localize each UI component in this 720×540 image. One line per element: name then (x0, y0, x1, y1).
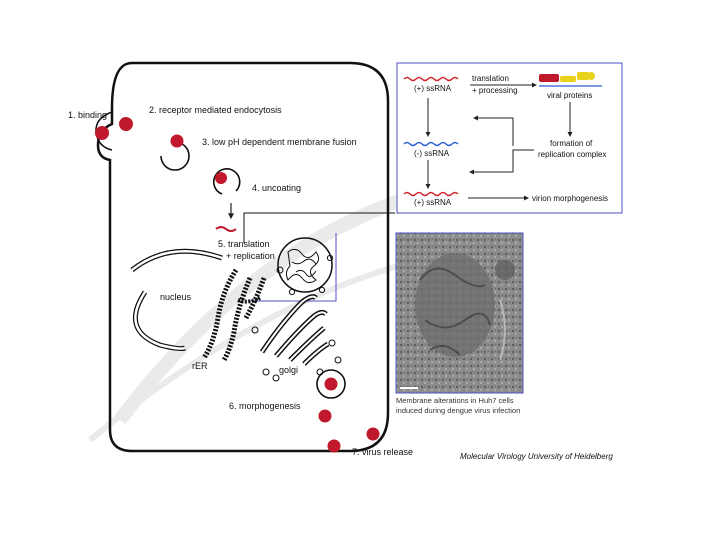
micrograph-caption-1: Membrane alterations in Huh7 cells (396, 396, 514, 405)
viral-proteins-label: viral proteins (547, 91, 592, 100)
feedback-arrow-bottom (469, 149, 534, 175)
step-endocytosis-label: 2. receptor mediated endocytosis (149, 105, 282, 115)
endosome-fusion (160, 141, 190, 171)
rna-minus-label: (-) ssRNA (414, 149, 450, 158)
step-fusion-label: 3. low pH dependent membrane fusion (202, 137, 357, 147)
rough-er (201, 268, 267, 362)
replication-cycle-box (396, 62, 623, 214)
em-membrane-cluster (415, 253, 515, 361)
replication-complex (276, 237, 334, 296)
nucleus-label: nucleus (160, 292, 192, 302)
rna-minus (403, 141, 459, 147)
morphogenesis-vesicle (316, 369, 346, 399)
released-rna (215, 226, 237, 232)
virion-fusion (170, 134, 184, 148)
connector-blue (248, 233, 337, 302)
rna-plus-top (403, 76, 459, 82)
nucleus-lower-inner (134, 291, 186, 350)
virion-exit (318, 409, 332, 423)
step-morphogenesis-label: 6. morphogenesis (229, 401, 301, 411)
translation-label-2: + processing (472, 86, 518, 95)
rna-plus-bottom-label: (+) ssRNA (414, 198, 452, 207)
translation-label-1: translation (472, 74, 509, 83)
step-uncoating-label: 4. uncoating (252, 183, 301, 193)
credit-text: Molecular Virology University of Heidelb… (460, 452, 613, 461)
viral-proteins-graphic (539, 72, 602, 87)
rna-plus-top-label: (+) ssRNA (414, 84, 452, 93)
golgi-label: golgi (279, 365, 298, 375)
micrograph-caption-2: induced during dengue virus infection (396, 406, 520, 415)
feedback-arrow-top (473, 115, 514, 146)
step-translation-label-2: + replication (226, 251, 275, 261)
step-binding-label: 1. binding (68, 110, 107, 120)
endosome-uncoating (212, 168, 241, 195)
rer-label: rER (192, 361, 208, 371)
nucleus-inner (131, 250, 223, 271)
step-release-label: 7. virus release (352, 447, 413, 457)
virion-uncoating (215, 172, 227, 184)
connector-to-micrograph (243, 212, 395, 243)
golgi (251, 294, 342, 382)
formation-label-1: formation of (550, 139, 593, 148)
virion-morphogenesis (324, 377, 338, 391)
virion-morphogenesis-label: virion morphogenesis (532, 194, 608, 203)
formation-label-2: replication complex (538, 150, 606, 159)
step-translation-label-1: 5. translation (218, 239, 270, 249)
virion-endocytosis (119, 117, 133, 131)
rna-plus-bottom (403, 191, 459, 197)
virion-release-2 (366, 427, 380, 441)
virion-release-1 (327, 439, 341, 453)
virion-binding (95, 126, 109, 140)
cell-membrane (96, 61, 390, 453)
